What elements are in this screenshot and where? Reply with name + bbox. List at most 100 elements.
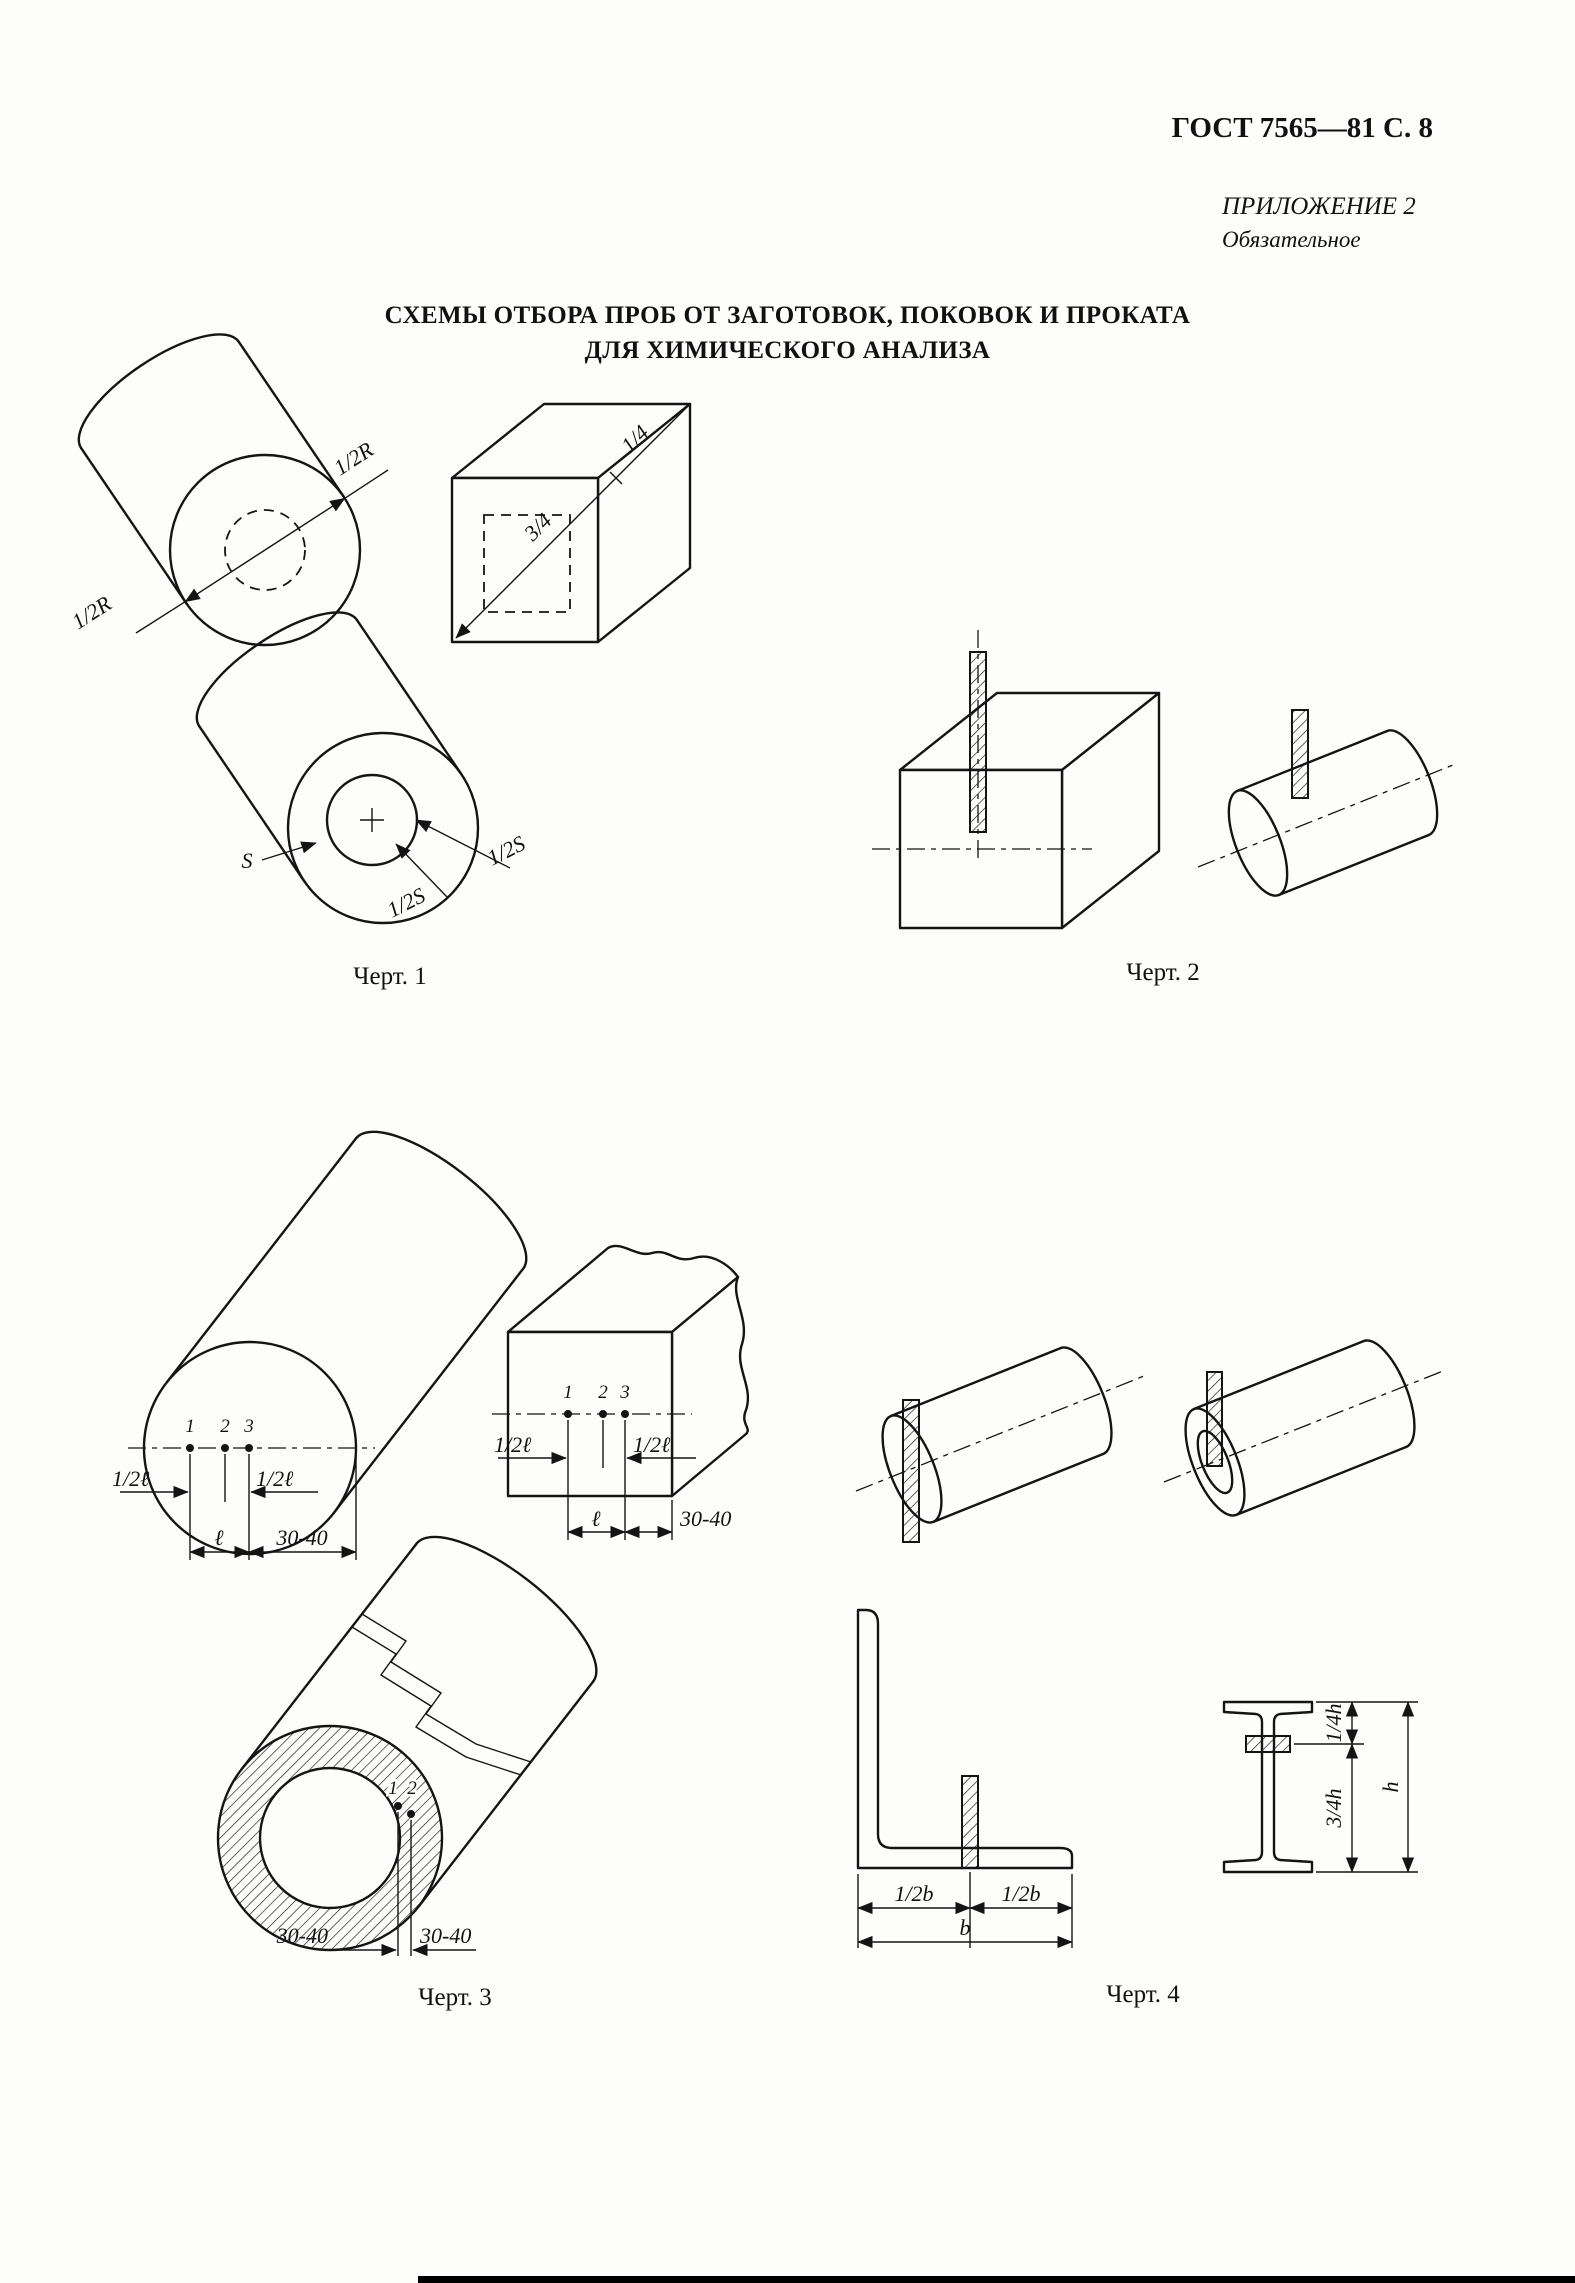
sample-strip-hatch — [1291, 709, 1309, 799]
dim-label-l: ℓ — [591, 1506, 601, 1531]
extension-lines — [567, 1420, 673, 1540]
dim-label-range-left: 30-40 — [276, 1923, 328, 1948]
fig4-tube-sample — [1163, 1339, 1444, 1517]
fig3-round-bar: 1 2 3 1/2ℓ 1/2ℓ ℓ 30-40 — [112, 1130, 528, 1560]
axis-center-line — [1197, 762, 1459, 868]
point-number-2: 2 — [598, 1382, 608, 1403]
sample-point-dot — [621, 1410, 629, 1418]
fig1-tube-billet: S 1/2S 1/2S — [195, 611, 529, 925]
cylinder-face — [1227, 789, 1289, 897]
sample-point-dot — [564, 1410, 572, 1418]
cylinder-body-line — [80, 447, 188, 605]
radius-arrow — [184, 549, 266, 603]
figure-1: 1/2R 1/2R 3/4 1/4 — [67, 333, 692, 990]
point-number-1: 1 — [563, 1382, 573, 1403]
fig2-square-billet-sample — [872, 630, 1161, 930]
title-line-1: СХЕМЫ ОТБОРА ПРОБ ОТ ЗАГОТОВОК, ПОКОВОК … — [384, 302, 1191, 329]
fig4-round-sample — [855, 1346, 1145, 1543]
fig4-ibeam-sample: 1/4h 3/4h h — [1222, 1700, 1418, 1874]
leader-line — [135, 601, 186, 634]
bar-right-face-broken — [670, 1275, 749, 1498]
appendix-subtitle: Обязательное — [1222, 226, 1361, 252]
cylinder-body-line — [1277, 833, 1430, 897]
page-title: СХЕМЫ ОТБОРА ПРОБ ОТ ЗАГОТОВОК, ПОКОВОК … — [0, 298, 1575, 368]
extension-lines — [397, 1812, 412, 1956]
angle-profile — [856, 1608, 1074, 1870]
sample-point-dot — [221, 1444, 229, 1452]
sample-point-dot — [407, 1810, 415, 1818]
cylinder-body-line — [332, 1266, 525, 1515]
doc-reference: ГОСТ 7565—81 С. 8 — [1171, 112, 1433, 144]
extension-lines — [189, 1452, 357, 1560]
point-number-1: 1 — [185, 1416, 195, 1437]
dim-label-half-s-upper: 1/2S — [483, 830, 529, 870]
dim-label-half-r-lower: 1/2R — [67, 590, 116, 634]
figure-3: 1 2 3 1/2ℓ 1/2ℓ ℓ 30-40 — [112, 1130, 749, 2011]
tube-back-arc — [1362, 1339, 1416, 1449]
dim-label-three-quarter-h: 3/4h — [1321, 1788, 1346, 1828]
fig4-angle-sample: 1/2b 1/2b b — [856, 1608, 1074, 1949]
dim-label-half-l-left: 1/2ℓ — [112, 1466, 150, 1491]
tube-body-line — [198, 725, 306, 883]
dim-label-range: 30-40 — [275, 1525, 327, 1550]
point-number-2: 2 — [407, 1778, 417, 1799]
fig3-square-bar: 1 2 3 1/2ℓ 1/2ℓ ℓ 30-40 — [492, 1244, 749, 1540]
point-number-2: 2 — [220, 1416, 230, 1437]
fig3-tube-bar: 1 2 30-40 30-40 — [216, 1535, 598, 1957]
leader-line — [344, 469, 389, 499]
dim-label-b: b — [960, 1915, 971, 1940]
sample-zone-dashed-square — [483, 514, 571, 613]
cylinder-body-line — [1236, 729, 1389, 793]
fig1-round-billet: 1/2R 1/2R — [67, 333, 389, 647]
dim-label-l: ℓ — [214, 1525, 224, 1550]
fig1-caption: Черт. 1 — [353, 963, 427, 990]
dim-label-range: 30-40 — [679, 1506, 731, 1531]
cylinder-body-line — [237, 340, 345, 498]
sample-point-dot — [245, 1444, 253, 1452]
dim-label-half-b-right: 1/2b — [1001, 1881, 1040, 1906]
page-edge-artifact — [418, 2276, 1575, 2283]
fig1-square-billet: 3/4 1/4 — [450, 402, 692, 644]
dim-label-half-l-right: 1/2ℓ — [256, 1466, 294, 1491]
point-number-3: 3 — [243, 1416, 254, 1437]
dim-label-quarter-h: 1/4h — [1321, 1703, 1346, 1742]
appendix-title: ПРИЛОЖЕНИЕ 2 — [1222, 193, 1416, 220]
dim-label-range-right: 30-40 — [419, 1923, 471, 1948]
tube-body-line — [240, 1542, 418, 1771]
title-line-2: ДЛЯ ХИМИЧЕСКОГО АНАЛИЗА — [584, 337, 991, 364]
cylinder-back-arc — [355, 1130, 528, 1270]
break-zigzag — [361, 1613, 532, 1763]
tube-back-arc — [415, 1535, 598, 1683]
sample-point-dot — [186, 1444, 194, 1452]
dim-label-h: h — [1378, 1782, 1403, 1793]
half-s-leader — [395, 843, 449, 899]
wall-thickness-leader — [261, 841, 317, 861]
cylinder-body-line — [931, 1452, 1105, 1524]
fig4-caption: Черт. 4 — [1106, 1981, 1180, 2008]
sample-strip-hatch — [1245, 1735, 1291, 1753]
diagonal-dim-line — [455, 403, 691, 639]
tube-body-line — [1234, 1445, 1408, 1517]
tube-face-bore — [258, 1766, 402, 1910]
center-mark — [360, 808, 384, 832]
half-s-leader — [415, 819, 511, 869]
ibeam-profile — [1222, 1700, 1314, 1874]
box-front-face — [450, 476, 600, 644]
sample-strip-hatch — [1206, 1371, 1223, 1467]
fig2-caption: Черт. 2 — [1126, 959, 1200, 986]
figure-2: Черт. 2 — [872, 630, 1459, 986]
tube-body-line — [417, 1680, 595, 1908]
dim-label-s: S — [242, 848, 253, 873]
sample-point-dot — [394, 1802, 402, 1810]
cylinder-back-arc — [77, 333, 240, 450]
appendix-block: ПРИЛОЖЕНИЕ 2 Обязательное — [1222, 190, 1416, 255]
dim-label-half-b-left: 1/2b — [894, 1881, 933, 1906]
fig3-caption: Черт. 3 — [418, 1984, 492, 2011]
point-number-1: 1 — [388, 1778, 398, 1799]
tube-back-arc — [195, 611, 358, 728]
sample-point-dot — [599, 1410, 607, 1418]
diagonal-tick — [609, 471, 623, 485]
bar-top-face-broken — [506, 1244, 740, 1334]
fig2-round-billet-sample — [1197, 709, 1459, 897]
